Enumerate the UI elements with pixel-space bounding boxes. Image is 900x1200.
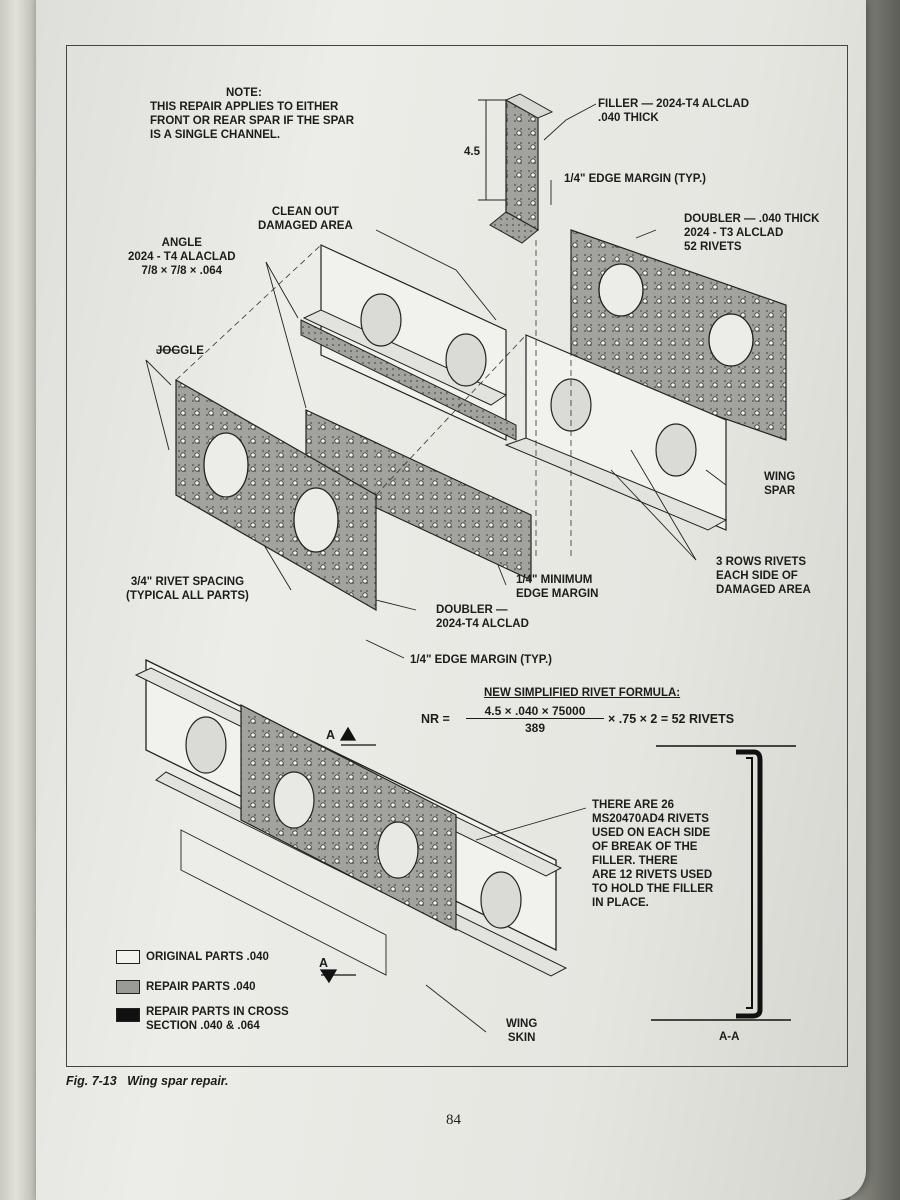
book-edge-left: [0, 0, 40, 1200]
wing-skin-callout: WING SKIN: [506, 1018, 538, 1044]
legend-cross-section-label: REPAIR PARTS IN CROSS SECTION .040 & .06…: [146, 1006, 289, 1032]
note-heading: NOTE:: [226, 87, 262, 99]
edge-margin-bottom-callout: 1/4" EDGE MARGIN (TYP.): [410, 654, 552, 666]
angle-callout: ANGLE 2024 - T4 ALACLAD 7/8 × 7/8 × .064: [128, 237, 236, 277]
figure-frame: [66, 45, 848, 1067]
formula-title: NEW SIMPLIFIED RIVET FORMULA:: [484, 687, 681, 699]
rivet-count-note: THERE ARE 26 MS20470AD4 RIVETS USED ON E…: [592, 799, 714, 909]
figure-caption: Fig. 7-13 Wing spar repair.: [66, 1074, 228, 1088]
alignment-lines: [175, 230, 572, 560]
spar-repair-drawing: [134, 93, 796, 1033]
min-edge-margin-callout: 1/4" MINIMUM EDGE MARGIN: [516, 574, 599, 600]
filler-part: [489, 93, 554, 244]
legend-repair-label: REPAIR PARTS .040: [146, 981, 256, 993]
edge-margin-top-callout: 1/4" EDGE MARGIN (TYP.): [564, 173, 706, 185]
formula-denominator: 389: [524, 721, 546, 735]
three-rows-callout: 3 ROWS RIVETS EACH SIDE OF DAMAGED AREA: [716, 556, 811, 596]
assembled-spar: [134, 658, 568, 977]
doubler-top-callout: DOUBLER — .040 THICK 2024 - T3 ALCLAD 52…: [684, 213, 820, 253]
section-arrows: [319, 726, 376, 984]
section-a-a-drawing: [651, 745, 796, 1021]
legend-swatch-cross-section: [116, 1008, 140, 1022]
formula-rhs: × .75 × 2 = 52 RIVETS: [608, 712, 735, 726]
doubler-bottom-left: [175, 378, 377, 612]
angle-part: [300, 319, 532, 581]
figure-title: Wing spar repair.: [127, 1074, 229, 1088]
leader-lines: [145, 103, 727, 1033]
legend-swatch-repair: [116, 980, 140, 994]
legend-swatch-original: [116, 950, 140, 964]
rivet-spacing-callout: 3/4" RIVET SPACING (TYPICAL ALL PARTS): [126, 576, 249, 602]
section-label: A-A: [719, 1031, 740, 1043]
book-page: NOTE: THIS REPAIR APPLIES TO EITHER FRON…: [36, 0, 866, 1200]
joggle-callout: JOGGLE: [156, 345, 204, 357]
clean-out-callout: CLEAN OUT DAMAGED AREA: [258, 206, 353, 232]
doubler-top-right: [570, 229, 787, 441]
original-spar-left-piece: [302, 244, 508, 441]
formula-numerator: 4.5 × .040 × 75000: [466, 704, 604, 719]
formula-lhs: NR =: [421, 712, 450, 726]
legend-original-label: ORIGINAL PARTS .040: [146, 951, 269, 963]
filler-height-label: 4.5: [464, 146, 480, 158]
filler-callout: FILLER — 2024-T4 ALCLAD .040 THICK: [598, 98, 750, 124]
doubler-bottom-callout: DOUBLER — 2024-T4 ALCLAD: [436, 604, 529, 630]
figure-number: Fig. 7-13: [66, 1074, 117, 1088]
section-mark-top: A: [326, 728, 336, 742]
note-text: THIS REPAIR APPLIES TO EITHER FRONT OR R…: [150, 101, 355, 141]
filler-height-dimension: [478, 99, 506, 201]
section-mark-bottom: A: [319, 956, 329, 970]
page-number: 84: [446, 1112, 461, 1128]
wing-spar-callout: WING SPAR: [764, 471, 796, 497]
